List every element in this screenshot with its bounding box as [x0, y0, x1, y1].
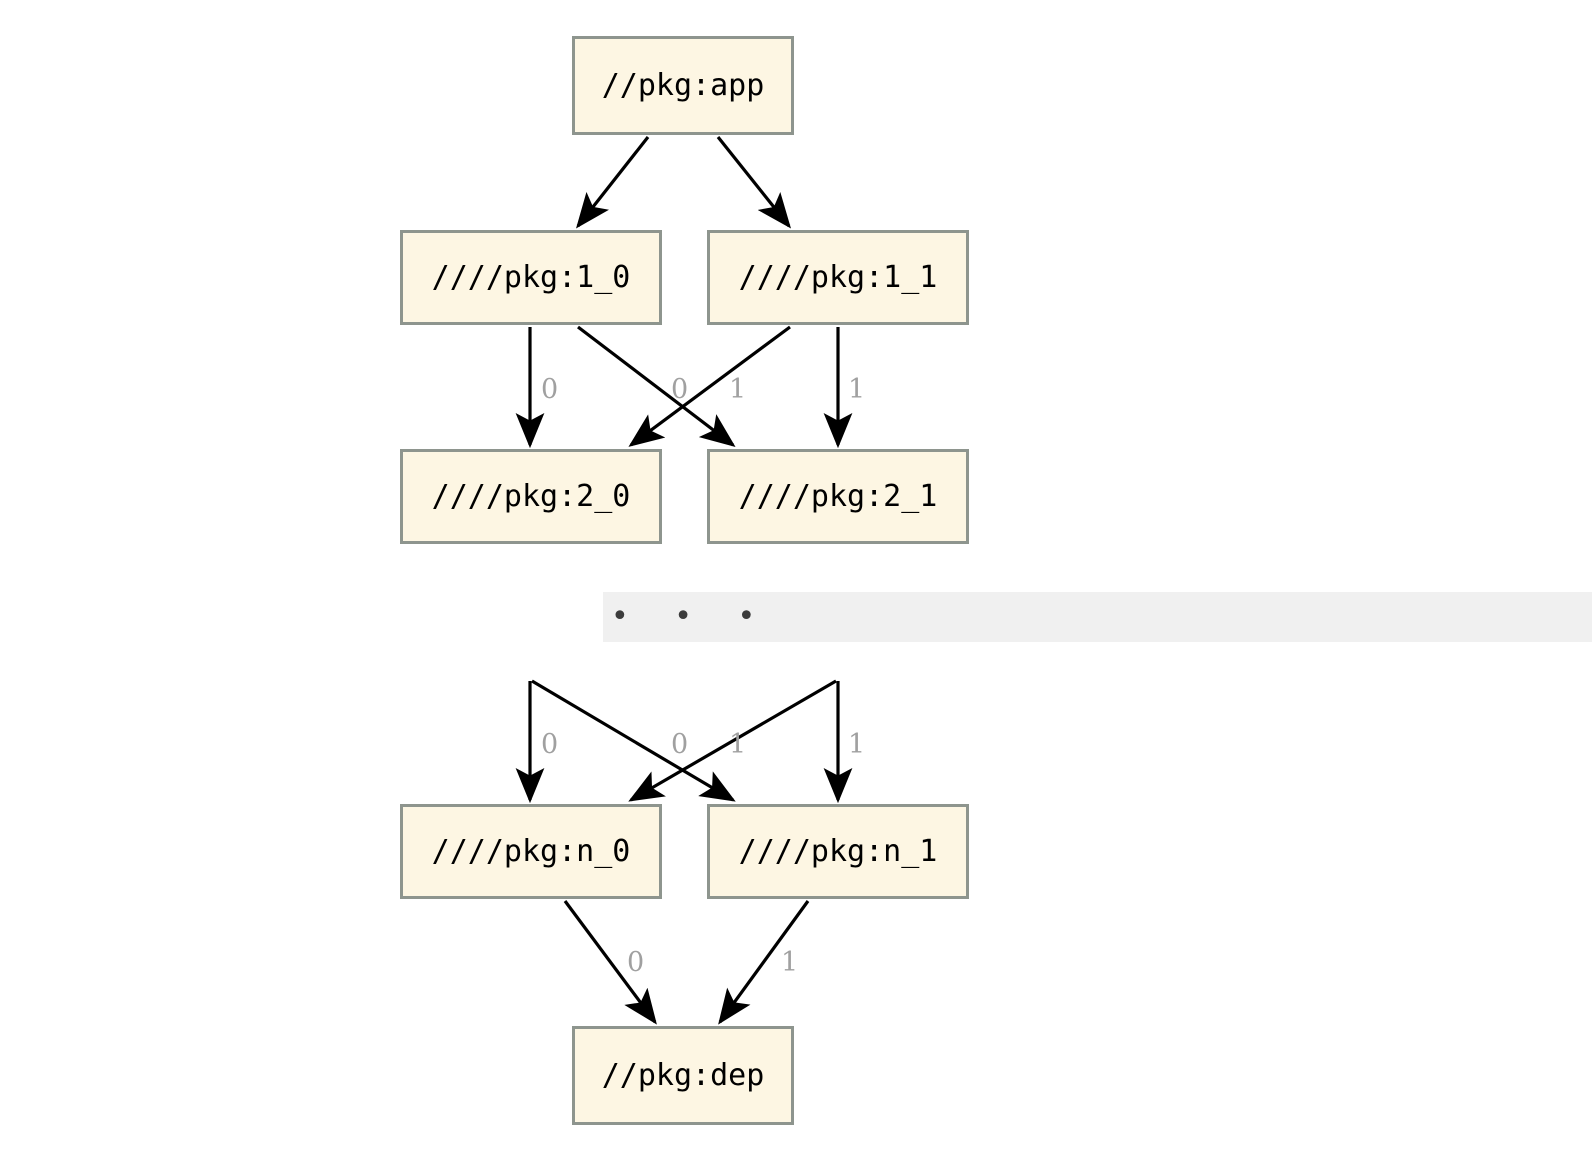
graph-edge-app-to-1_0	[576, 136, 650, 229]
graph-edge-app-to-1_1	[716, 136, 791, 229]
edge-label-dangling-to-n_1: 0	[671, 729, 689, 760]
graph-node-l1_1[interactable]: ////pkg:1_1	[707, 230, 969, 325]
edge-label-1_1-to-2_0: 1	[729, 374, 747, 405]
graph-node-label: //pkg:dep	[601, 1058, 765, 1093]
graph-node-dep[interactable]: //pkg:dep	[572, 1026, 794, 1125]
edge-label-1_0-to-2_1: 0	[671, 374, 689, 405]
graph-node-l2_0[interactable]: ////pkg:2_0	[400, 449, 662, 544]
graph-node-label: //pkg:app	[601, 68, 765, 103]
edge-label-1_0-to-2_0: 0	[541, 374, 559, 405]
graph-node-label: ////pkg:1_0	[431, 260, 631, 295]
graph-node-label: ////pkg:2_1	[738, 479, 938, 514]
graph-node-label: ////pkg:2_0	[431, 479, 631, 514]
graph-node-l2_1[interactable]: ////pkg:2_1	[707, 449, 969, 544]
edge-label-n_0-to-dep: 0	[627, 947, 645, 978]
graph-node-label: ////pkg:n_1	[738, 834, 938, 869]
graph-edge-1_1-to-2_0	[628, 325, 791, 447]
graph-edge-dangling2-to-n_0	[628, 679, 837, 802]
ellipsis-dots: • • •	[611, 599, 774, 634]
edge-label-n_1-to-dep: 1	[781, 947, 799, 978]
graph-edge-dangling-to-n_1	[531, 679, 736, 802]
graph-node-l1_0[interactable]: ////pkg:1_0	[400, 230, 662, 325]
edge-label-dangling-to-n_0: 0	[541, 729, 559, 760]
graph-node-label: ////pkg:n_0	[431, 834, 631, 869]
graph-edge-n_0-to-dep	[563, 900, 657, 1025]
edges-group	[515, 136, 853, 1025]
graph-node-ln_0[interactable]: ////pkg:n_0	[400, 804, 662, 899]
graph-node-ln_1[interactable]: ////pkg:n_1	[707, 804, 969, 899]
graph-node-app[interactable]: //pkg:app	[572, 36, 794, 135]
edge-label-1_1-to-2_1: 1	[848, 374, 866, 405]
graph-edge-n_1-to-dep	[718, 900, 810, 1025]
ellipsis-truncation-banner: • • •	[603, 592, 1592, 642]
edge-label-dangling2-to-n_1: 1	[848, 729, 866, 760]
edge-label-dangling2-to-n_0: 1	[729, 729, 747, 760]
graph-node-label: ////pkg:1_1	[738, 260, 938, 295]
graph-edge-1_0-to-2_1	[577, 325, 736, 447]
